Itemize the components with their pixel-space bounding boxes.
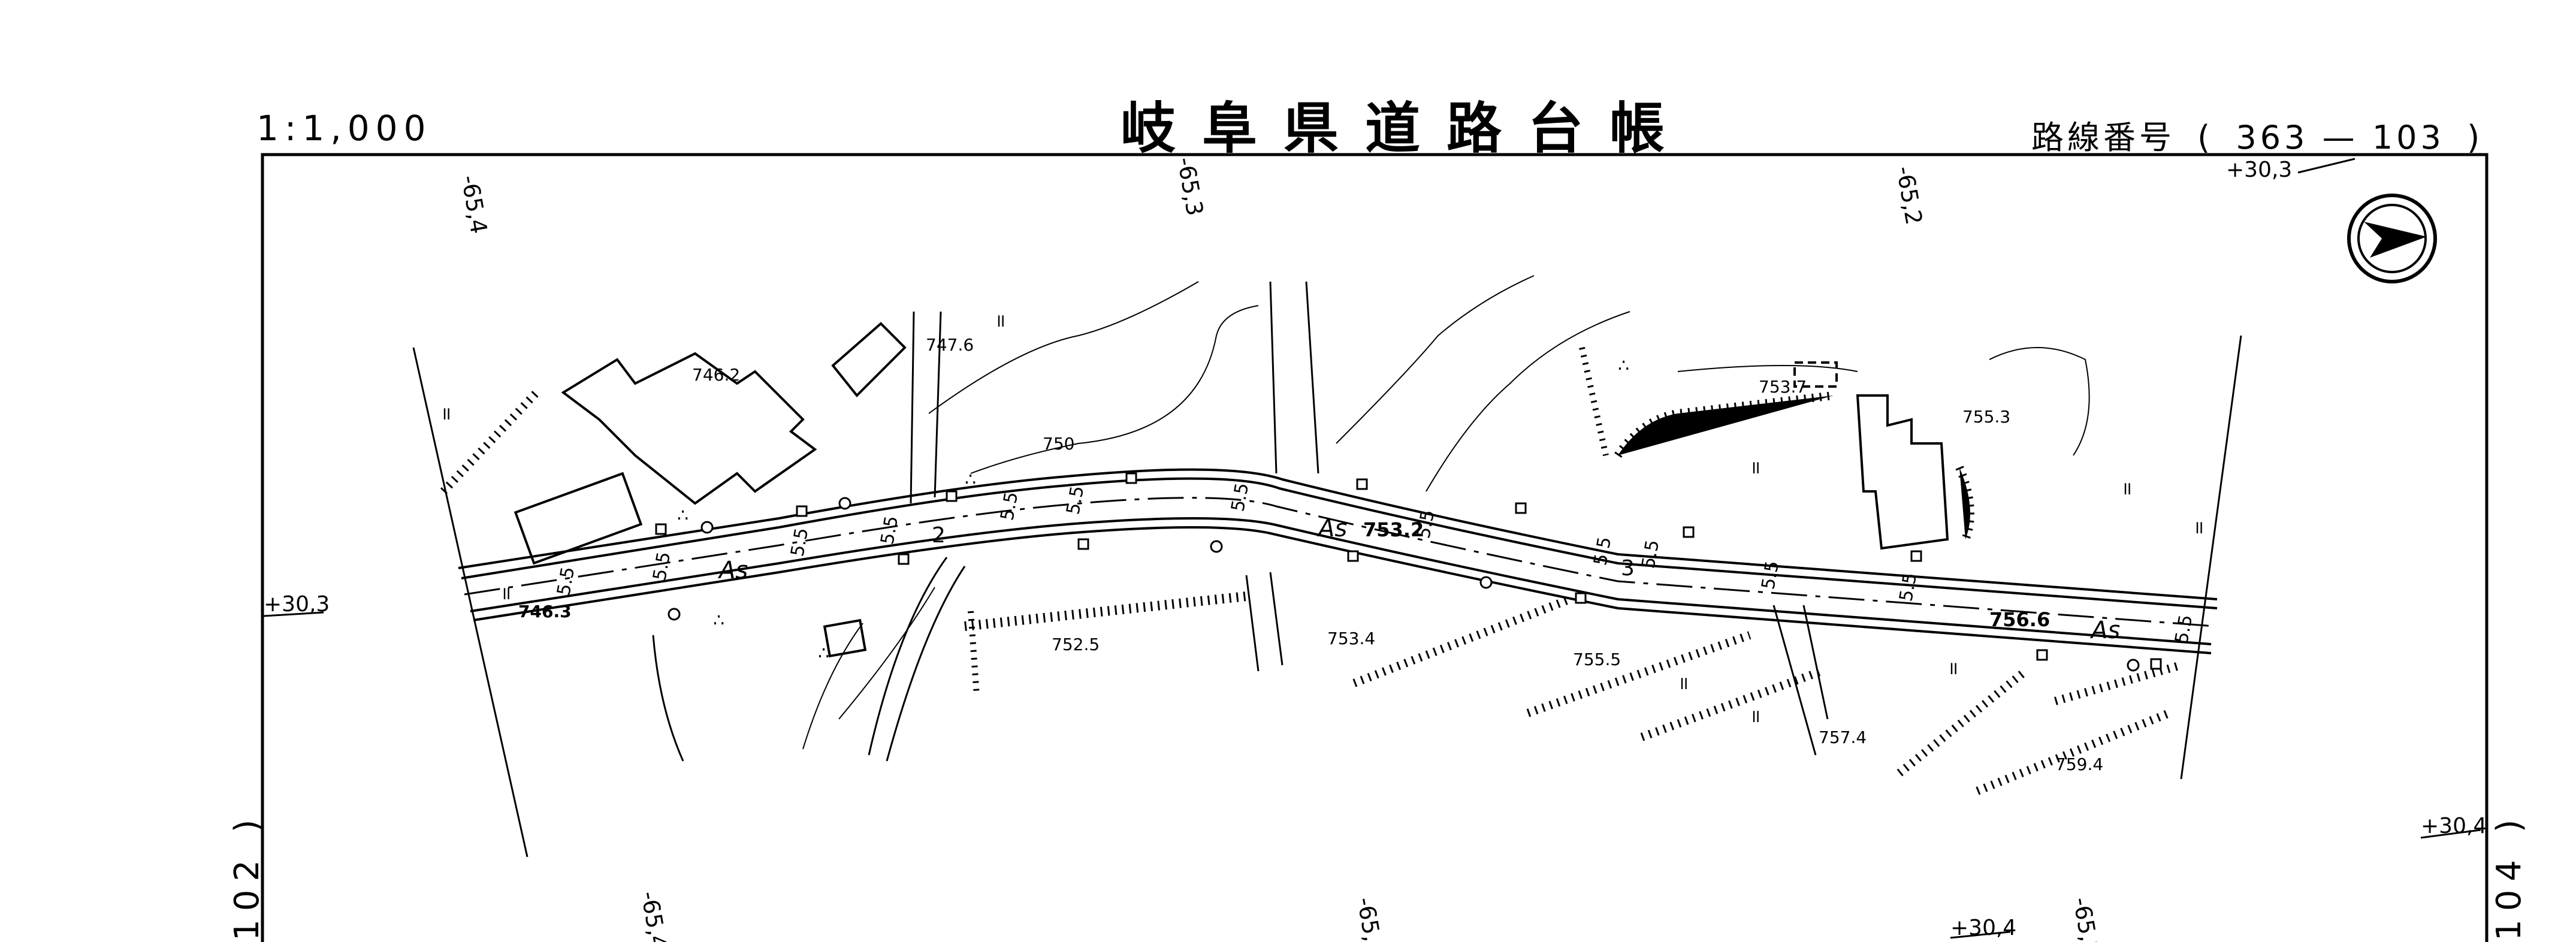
svg-text:746.2: 746.2	[692, 365, 740, 385]
svg-text:॥: ॥	[500, 583, 511, 604]
svg-text:॥: ॥	[440, 403, 451, 424]
buildings	[514, 322, 1949, 658]
svg-text:5.5: 5.5	[1757, 559, 1783, 591]
svg-text:5.5: 5.5	[1227, 481, 1253, 513]
map-scale: 1:1,000	[256, 108, 432, 149]
route-close-paren: )	[2467, 119, 2484, 156]
section-numbers: 2 3	[932, 523, 1635, 581]
svg-text:2: 2	[932, 523, 946, 548]
grid-label-top-1: -65,4	[456, 173, 492, 236]
svg-text:॥: ॥	[2121, 478, 2132, 499]
route-label: 路線番号	[2031, 119, 2175, 156]
svg-text:॥: ॥	[1678, 673, 1689, 694]
svg-text:752.5: 752.5	[1052, 635, 1100, 654]
grid-label-bottom-2: -65,3	[1352, 895, 1388, 942]
svg-text:॥: ॥	[1947, 658, 1958, 679]
svg-text:5.5: 5.5	[1062, 484, 1088, 516]
svg-text:759.4: 759.4	[2055, 754, 2103, 774]
road-width-labels: 5.5 5.5 5.5 5.5 5.5 5.5 5.5 5.5 5.5 5.5 …	[553, 481, 2197, 645]
svg-text:747.6: 747.6	[926, 335, 974, 355]
svg-text:5.5: 5.5	[787, 526, 813, 558]
svg-text:॥: ॥	[1750, 706, 1760, 727]
svg-text:As: As	[717, 557, 748, 584]
svg-text:∴: ∴	[713, 610, 724, 631]
svg-text:∴: ∴	[965, 469, 976, 490]
svg-text:5.5: 5.5	[1895, 571, 1921, 603]
road-centerline	[464, 497, 2215, 627]
map-extent	[412, 335, 2242, 858]
route-number: 363 — 103	[2236, 119, 2445, 156]
svg-text:756.6: 756.6	[1989, 608, 2050, 631]
svg-text:5.5: 5.5	[553, 565, 579, 597]
svg-text:755.5: 755.5	[1573, 650, 1621, 669]
svg-text:∴: ∴	[1618, 355, 1629, 376]
svg-text:5.5: 5.5	[649, 550, 675, 582]
road-markers	[655, 472, 2162, 672]
svg-text:755.3: 755.3	[1962, 407, 2010, 427]
svg-text:5.5: 5.5	[996, 490, 1022, 522]
svg-text:॥: ॥	[995, 310, 1005, 331]
contours	[802, 275, 2090, 750]
svg-text:॥: ॥	[2193, 517, 2204, 538]
road-outline	[458, 468, 2218, 654]
grid-label-bottom-1: -65,4	[636, 889, 672, 942]
side-roads	[652, 281, 1829, 762]
grid-label-right: +30,4	[2421, 814, 2487, 838]
svg-text:753.4: 753.4	[1327, 629, 1375, 648]
svg-text:5.5: 5.5	[1413, 508, 1439, 540]
svg-text:As: As	[1316, 515, 1347, 542]
surface-labels: As As As	[717, 515, 2120, 644]
slope-hatching	[440, 346, 2182, 795]
svg-text:॥: ॥	[1750, 457, 1760, 478]
svg-text:753.2: 753.2	[1363, 518, 1424, 541]
svg-text:5.5: 5.5	[2171, 613, 2197, 645]
svg-text:∴: ∴	[677, 505, 688, 526]
svg-text:5.5: 5.5	[1638, 538, 1663, 570]
svg-text:753.7: 753.7	[1759, 377, 1807, 397]
grid-label-top-right: +30,3	[2226, 158, 2292, 182]
svg-text:5.5: 5.5	[1590, 535, 1615, 567]
north-arrow-icon	[2347, 194, 2437, 283]
grid-label-top-2: -65,3	[1172, 155, 1208, 218]
elevation-labels: 746.2 747.6 750 746.3 753.2 752.5 753.4 …	[518, 335, 2103, 774]
svg-text:757.4: 757.4	[1819, 727, 1867, 747]
svg-text:3: 3	[1621, 556, 1635, 581]
route-number-label: 路線番号 ( 363 — 103 )	[2031, 111, 2492, 158]
svg-text:750: 750	[1043, 434, 1074, 454]
map-title: 岐阜県道路台帳	[1121, 96, 1692, 161]
svg-text:∴: ∴	[818, 643, 829, 664]
land-use-symbols: ॥ ॥ ॥ ॥ ॥ ॥ ॥ ॥ ॥ ∴ ∴ ∴ ∴ ∴	[440, 310, 2204, 727]
route-open-paren: (	[2197, 119, 2214, 156]
svg-text:As: As	[2089, 617, 2120, 644]
map-frame	[261, 153, 2489, 942]
svg-text:746.3: 746.3	[518, 602, 572, 621]
svg-text:5.5: 5.5	[877, 514, 902, 546]
grid-label-top-3: -65,2	[1891, 164, 1927, 227]
grid-label-bottom-3: -65,2	[2068, 895, 2104, 942]
